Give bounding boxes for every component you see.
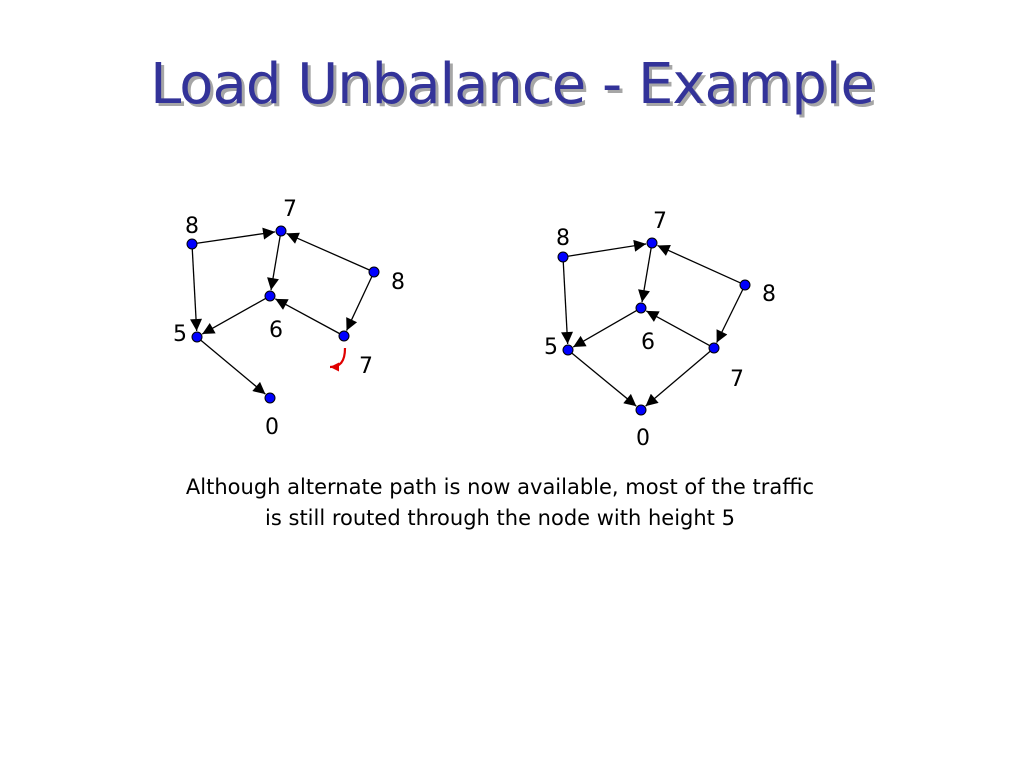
right-node-c: [739, 279, 751, 291]
caption: Although alternate path is now available…: [140, 472, 860, 534]
right-height-label-c: 8: [762, 282, 776, 307]
left-edge-b-d: [267, 235, 281, 291]
left-height-label-a: 8: [185, 214, 199, 239]
right-height-label-d: 6: [641, 330, 655, 355]
right-node-a: [557, 251, 569, 263]
left-edge-e-g: [200, 339, 266, 395]
left-node-a: [186, 238, 198, 250]
caption-line-2: is still routed through the node with he…: [265, 506, 735, 530]
right-height-label-e: 5: [544, 335, 558, 360]
right-node-g: [635, 404, 647, 416]
left-height-label-f: 7: [359, 354, 373, 379]
right-node-d: [635, 302, 647, 314]
left-graph: 8 7 8 6 5 7 0: [173, 197, 405, 440]
right-edge-d-e: [572, 309, 637, 348]
left-node-e: [191, 331, 203, 343]
left-edge-a-e: [190, 248, 203, 332]
left-node-d: [264, 290, 276, 302]
reversal-arrow-icon: [329, 347, 347, 372]
right-height-label-b: 7: [653, 209, 667, 234]
right-node-f: [708, 342, 720, 354]
right-edge-a-e: [561, 261, 574, 345]
right-edge-f-d: [645, 310, 710, 347]
right-edge-c-f: [716, 289, 744, 343]
right-height-label-g: 0: [636, 426, 650, 451]
right-node-e: [562, 344, 574, 356]
right-edge-f-g: [645, 350, 711, 407]
left-edge-a-b: [196, 227, 276, 244]
right-edge-e-g: [571, 352, 637, 407]
right-edge-b-d: [638, 247, 652, 303]
right-graph: 8 7 8 6 5 7 0: [544, 209, 776, 451]
left-node-c: [368, 266, 380, 278]
right-node-b: [646, 237, 658, 249]
left-height-label-c: 8: [391, 270, 405, 295]
left-height-label-b: 7: [283, 197, 297, 222]
right-height-label-f: 7: [730, 367, 744, 392]
left-edge-c-f: [345, 276, 373, 331]
left-node-f: [338, 330, 350, 342]
left-edge-f-d: [274, 298, 340, 335]
left-node-g: [264, 392, 276, 404]
left-edge-c-b: [286, 232, 370, 271]
left-height-label-d: 6: [269, 318, 283, 343]
caption-line-1: Although alternate path is now available…: [185, 475, 815, 499]
left-node-b: [275, 225, 287, 237]
left-height-label-e: 5: [173, 322, 187, 347]
right-height-label-a: 8: [556, 226, 570, 251]
slide-title: Load Unbalance - Example: [150, 52, 875, 117]
left-height-label-g: 0: [265, 415, 279, 440]
left-edge-d-e: [201, 297, 266, 335]
right-edge-c-b: [657, 244, 741, 284]
right-edge-a-b: [567, 239, 647, 257]
